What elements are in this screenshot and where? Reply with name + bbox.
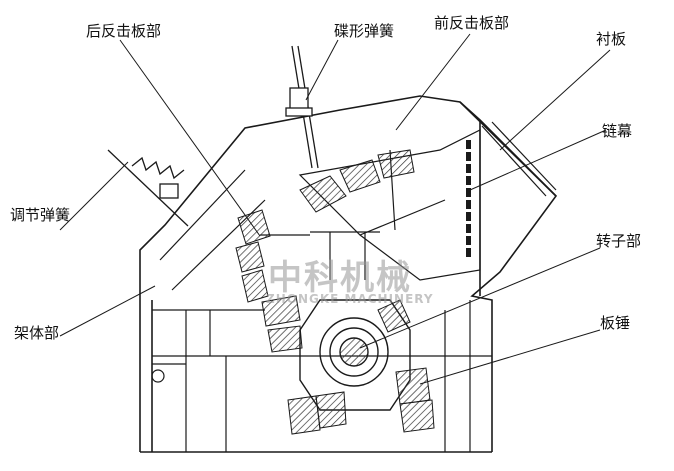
blow-bars (287, 299, 435, 435)
label-adjusting-spring: 调节弹簧 (10, 206, 71, 224)
watermark-brand-cn: 中科机械 (268, 258, 412, 298)
base-foot-circle (151, 369, 165, 383)
adjusting-spring-assembly (107, 149, 189, 227)
watermark-brand-en: ZHONGKE MACHINERY (266, 292, 434, 306)
label-rotor: 转子部 (596, 232, 642, 250)
front-impact-plate-liners (261, 295, 303, 353)
label-frame: 架体部 (14, 324, 60, 342)
label-blow-bar: 板锤 (600, 314, 631, 332)
label-disc-spring: 碟形弹簧 (334, 22, 395, 40)
disc-spring-assembly (285, 45, 319, 169)
rotor (299, 299, 411, 411)
label-rear-impact-plate: 后反击板部 (86, 22, 162, 40)
label-front-impact-plate: 前反击板部 (434, 14, 510, 32)
chain-curtain (466, 140, 471, 257)
liner-plate (481, 121, 557, 197)
frame-section (152, 169, 492, 452)
label-chain-curtain: 链幕 (602, 122, 633, 140)
label-liner: 衬板 (596, 30, 627, 48)
leader-lines (59, 33, 611, 385)
